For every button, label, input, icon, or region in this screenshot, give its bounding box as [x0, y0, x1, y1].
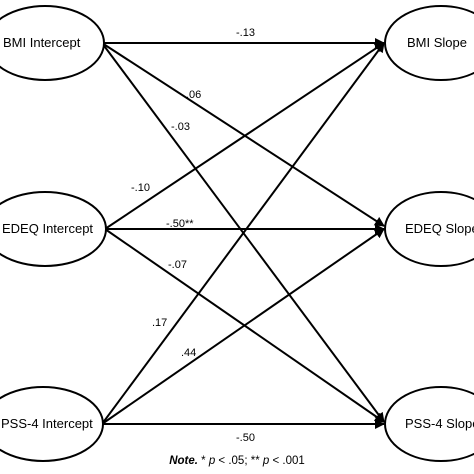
edeq-intercept-node — [0, 191, 107, 267]
note-p1: p — [208, 455, 216, 467]
significance-note: Note. * p < .05; ** p < .001 — [0, 455, 474, 467]
path-pss-intercept-to-bmi-slope — [101, 42, 385, 425]
edeq-slope-node — [384, 191, 474, 267]
pss-intercept-node — [0, 386, 104, 462]
path-bmi-intercept-to-edeq-slope — [101, 42, 385, 227]
note-label: Note. — [169, 455, 198, 467]
note-sig1-prefix: * — [197, 455, 209, 467]
coef-pss-to-edeq: .44 — [181, 347, 196, 359]
path-pss-intercept-to-edeq-slope — [101, 228, 385, 425]
pss-intercept-label: PSS-4 Intercept — [1, 416, 93, 431]
coef-bmi-to-pss: -.03 — [171, 121, 190, 133]
note-sig1-value: < .05; ** — [215, 455, 263, 467]
pss-slope-node — [384, 386, 474, 462]
coef-edeq-to-edeq: -.50** — [166, 218, 194, 230]
coef-pss-to-bmi: .17 — [152, 317, 167, 329]
bmi-slope-node — [384, 5, 474, 81]
note-sig2-value: < .001 — [269, 455, 305, 467]
coef-bmi-to-edeq: .06 — [186, 89, 201, 101]
bmi-intercept-label: BMI Intercept — [3, 35, 81, 50]
pss-slope-label: PSS-4 Slope — [405, 416, 474, 431]
path-edeq-intercept-to-bmi-slope — [104, 42, 385, 230]
coef-pss-to-pss: -.50 — [236, 432, 255, 444]
bmi-intercept-node — [0, 5, 105, 81]
coef-edeq-to-pss: -.07 — [168, 259, 187, 271]
coef-edeq-to-bmi: -.10 — [131, 182, 150, 194]
edeq-slope-label: EDEQ Slope — [405, 221, 474, 236]
edeq-intercept-label: EDEQ Intercept — [2, 221, 93, 236]
note-p2: p — [262, 455, 270, 467]
coef-bmi-to-bmi: -.13 — [236, 27, 255, 39]
bmi-slope-label: BMI Slope — [407, 35, 467, 50]
